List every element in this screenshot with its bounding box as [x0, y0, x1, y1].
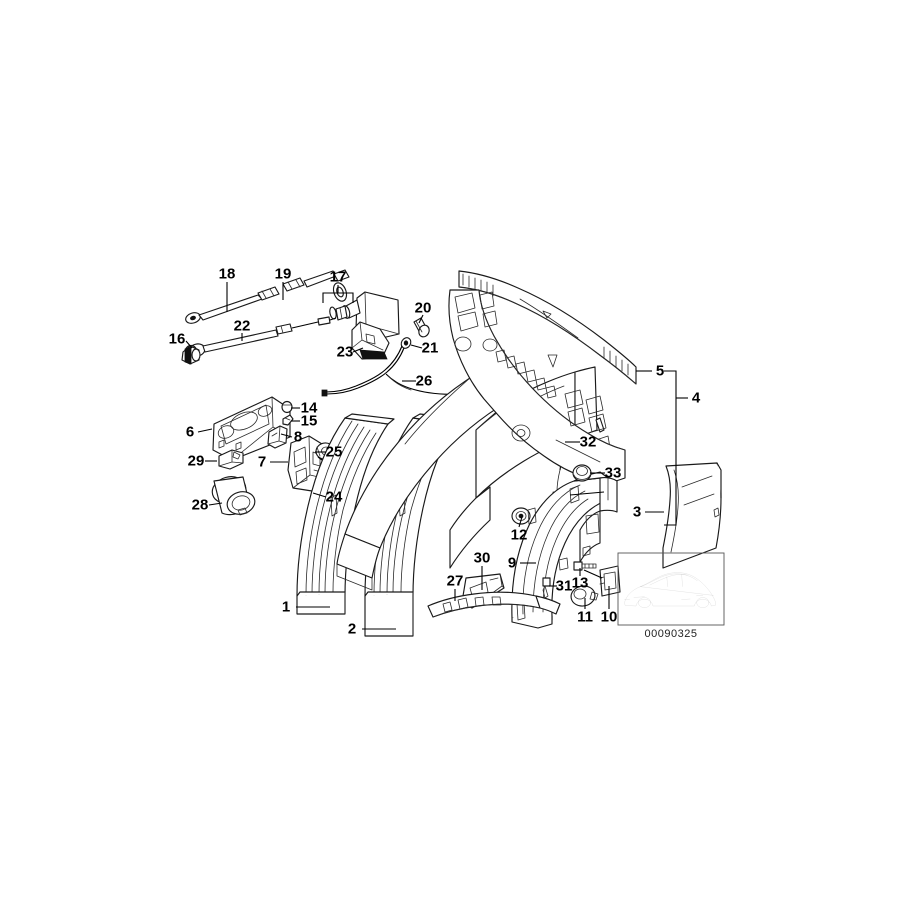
callout-label-25: 25 — [325, 443, 343, 461]
part-28-filler-neck-ring — [211, 476, 256, 516]
part-15-clip — [282, 414, 294, 426]
callout-label-7: 7 — [257, 453, 267, 471]
callout-label-30: 30 — [473, 549, 491, 567]
callout-leader-16 — [185, 340, 193, 349]
bracket-4-path — [664, 370, 677, 526]
part-14-grommet — [281, 400, 293, 414]
bracket-group-4 — [664, 370, 677, 526]
part-29-bracket — [218, 449, 244, 470]
part-21-cable-clip — [400, 337, 412, 349]
callout-label-4: 4 — [691, 389, 701, 407]
part-27-sill-panel — [427, 591, 561, 618]
callout-leader-8 — [280, 433, 293, 438]
callout-leader-6 — [197, 428, 213, 433]
callout-label-16: 16 — [168, 330, 186, 348]
callout-label-29: 29 — [187, 452, 205, 470]
callout-label-6: 6 — [185, 423, 195, 441]
callout-label-11: 11 — [577, 608, 593, 626]
part-5-rear-upper-crossmember — [458, 270, 637, 385]
callout-label-26: 26 — [415, 372, 433, 390]
callout-label-24: 24 — [325, 488, 343, 506]
part-10-bracket — [583, 565, 621, 597]
part-11-expanding-nut — [570, 585, 599, 607]
callout-leaders — [185, 282, 688, 630]
callout-label-3: 3 — [632, 503, 642, 521]
callout-label-14: 14 — [300, 399, 318, 417]
part-13-screw — [573, 561, 597, 571]
callout-label-17: 17 — [329, 268, 347, 286]
callout-label-2: 2 — [347, 620, 357, 638]
part-19-rod-connector — [282, 269, 350, 302]
callout-label-31: 31 — [555, 577, 573, 595]
diagram-reference-number: 00090325 — [644, 628, 698, 640]
callout-leader-21 — [410, 344, 423, 349]
callout-label-21: 21 — [421, 339, 439, 357]
callout-label-12: 12 — [510, 526, 528, 544]
callout-leader-12 — [518, 516, 523, 528]
callout-leader-24 — [312, 492, 327, 498]
callout-leader-28 — [208, 502, 223, 506]
part-18-pull-rod — [185, 286, 280, 324]
part-8-retaining-clip — [267, 425, 288, 449]
part-23-actuator-bracket — [351, 321, 390, 360]
bracket-group-17 — [322, 292, 354, 303]
callout-leader-20 — [418, 314, 424, 324]
callout-label-19: 19 — [274, 265, 292, 283]
callout-label-1: 1 — [281, 598, 291, 616]
part-22-bowden-cable — [184, 316, 337, 360]
callout-label-23: 23 — [336, 343, 354, 361]
callout-label-20: 20 — [414, 299, 432, 317]
part-9-wheel-arch-liner — [511, 471, 618, 629]
callout-label-27: 27 — [446, 572, 464, 590]
part-20-screw — [413, 317, 430, 338]
part-33-plug — [572, 464, 592, 482]
part-1-quarter-panel-left — [296, 413, 395, 615]
part-32-side-panel-assembly — [336, 366, 617, 591]
callout-label-5: 5 — [655, 362, 665, 380]
callout-label-32: 32 — [579, 433, 597, 451]
callout-label-15: 15 — [300, 412, 318, 430]
part-16-cable-end-fitting — [181, 345, 201, 365]
part-26-release-cable — [321, 345, 461, 397]
callout-label-10: 10 — [600, 608, 618, 626]
callout-label-33: 33 — [604, 464, 622, 482]
bracket-17-path — [322, 292, 354, 303]
callout-leader-23 — [352, 347, 364, 353]
callout-label-28: 28 — [191, 496, 209, 514]
part-3-trim-panel — [662, 462, 722, 569]
callout-label-8: 8 — [293, 428, 303, 446]
part-12-bushing — [511, 507, 537, 525]
callout-label-13: 13 — [571, 574, 589, 592]
callout-label-18: 18 — [218, 265, 236, 283]
callout-label-9: 9 — [507, 554, 517, 572]
callout-label-22: 22 — [233, 317, 251, 335]
part-7-lock-housing — [287, 435, 324, 492]
